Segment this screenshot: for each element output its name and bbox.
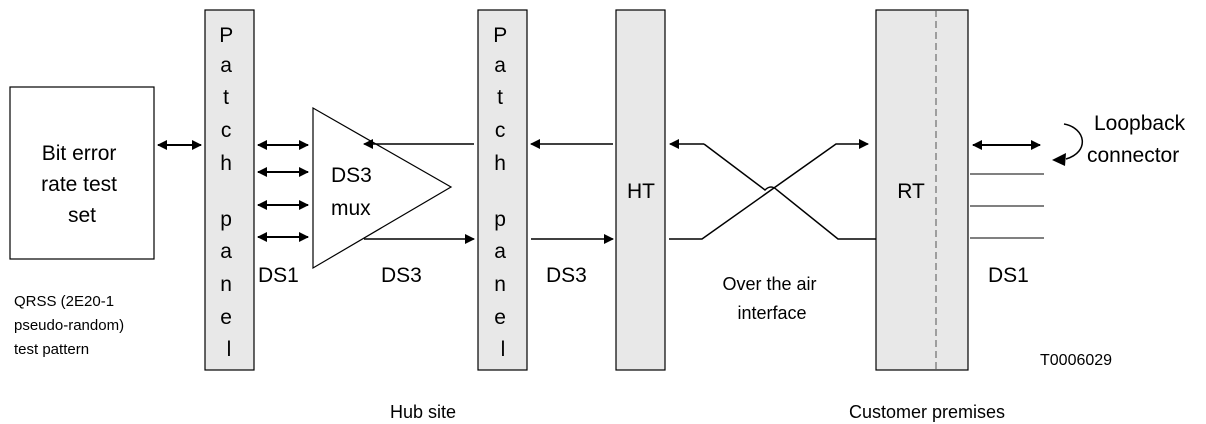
over-air-label: Over the air interface (722, 274, 821, 323)
figure-id: T0006029 (1040, 352, 1112, 369)
mux-label: DS3 mux (331, 164, 378, 220)
ht-box (615, 9, 666, 371)
rt-box (875, 9, 969, 371)
hub-site-label: Hub site (390, 402, 456, 422)
air-link-up (669, 139, 869, 240)
patch-panel-1 (204, 9, 255, 371)
test-pattern-label: QRSS (2E20-1 pseudo-random) test pattern (14, 293, 128, 358)
test-set-box (9, 86, 155, 260)
patch-panel-2 (477, 9, 528, 371)
customer-premises-label: Customer premises (849, 402, 1005, 422)
patch-panel-1-label: P a t c h p a n e l (219, 24, 238, 361)
test-set-label: Bit error rate test set (41, 142, 123, 227)
ds1-left-label: DS1 (258, 264, 299, 287)
ds3-right-label: DS3 (546, 264, 587, 287)
patch-panel-2-label: P a t c h p a n e l (493, 24, 512, 361)
loopback-label: Loopback connector (1087, 112, 1191, 167)
ds1-right-label: DS1 (988, 264, 1029, 287)
air-link-down (703, 143, 876, 240)
ds3-mux (312, 106, 453, 270)
rt-label: RT (897, 180, 925, 203)
loopback-icon (1063, 123, 1084, 160)
ht-label: HT (627, 180, 655, 203)
loopback-arrowhead (1052, 153, 1066, 166)
ds3-mid-label: DS3 (381, 264, 422, 287)
